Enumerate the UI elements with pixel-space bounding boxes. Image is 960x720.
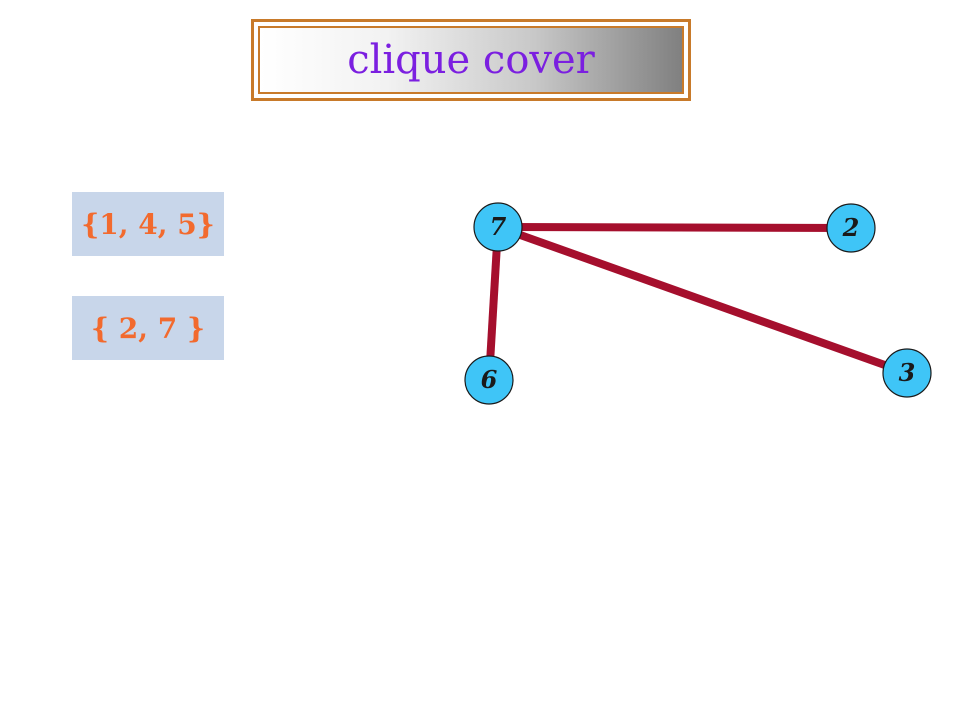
node-circle-3 [882, 348, 932, 398]
edge-7-2 [497, 223, 852, 232]
clique-set-2: { 2, 7 } [72, 296, 224, 360]
clique-set-1: {1, 4, 5} [72, 192, 224, 256]
node-3: 3 [882, 348, 932, 398]
node-2: 2 [826, 203, 876, 253]
node-label-2: 2 [842, 213, 860, 242]
node-label-3: 3 [899, 358, 916, 387]
node-6: 6 [464, 355, 514, 405]
node-circle-7 [473, 202, 523, 252]
node-label-6: 6 [481, 365, 498, 394]
node-label-7: 7 [490, 212, 507, 241]
graph-edges [485, 223, 909, 381]
node-circle-2 [826, 203, 876, 253]
edge-7-3 [496, 223, 909, 377]
title-frame: clique cover [251, 19, 691, 101]
page-title: clique cover [347, 37, 595, 83]
node-7: 7 [473, 202, 523, 252]
node-circle-6 [464, 355, 514, 405]
title-banner: clique cover [258, 26, 684, 94]
edge-7-6 [485, 226, 502, 381]
graph-nodes: 7 2 6 3 [464, 202, 932, 405]
